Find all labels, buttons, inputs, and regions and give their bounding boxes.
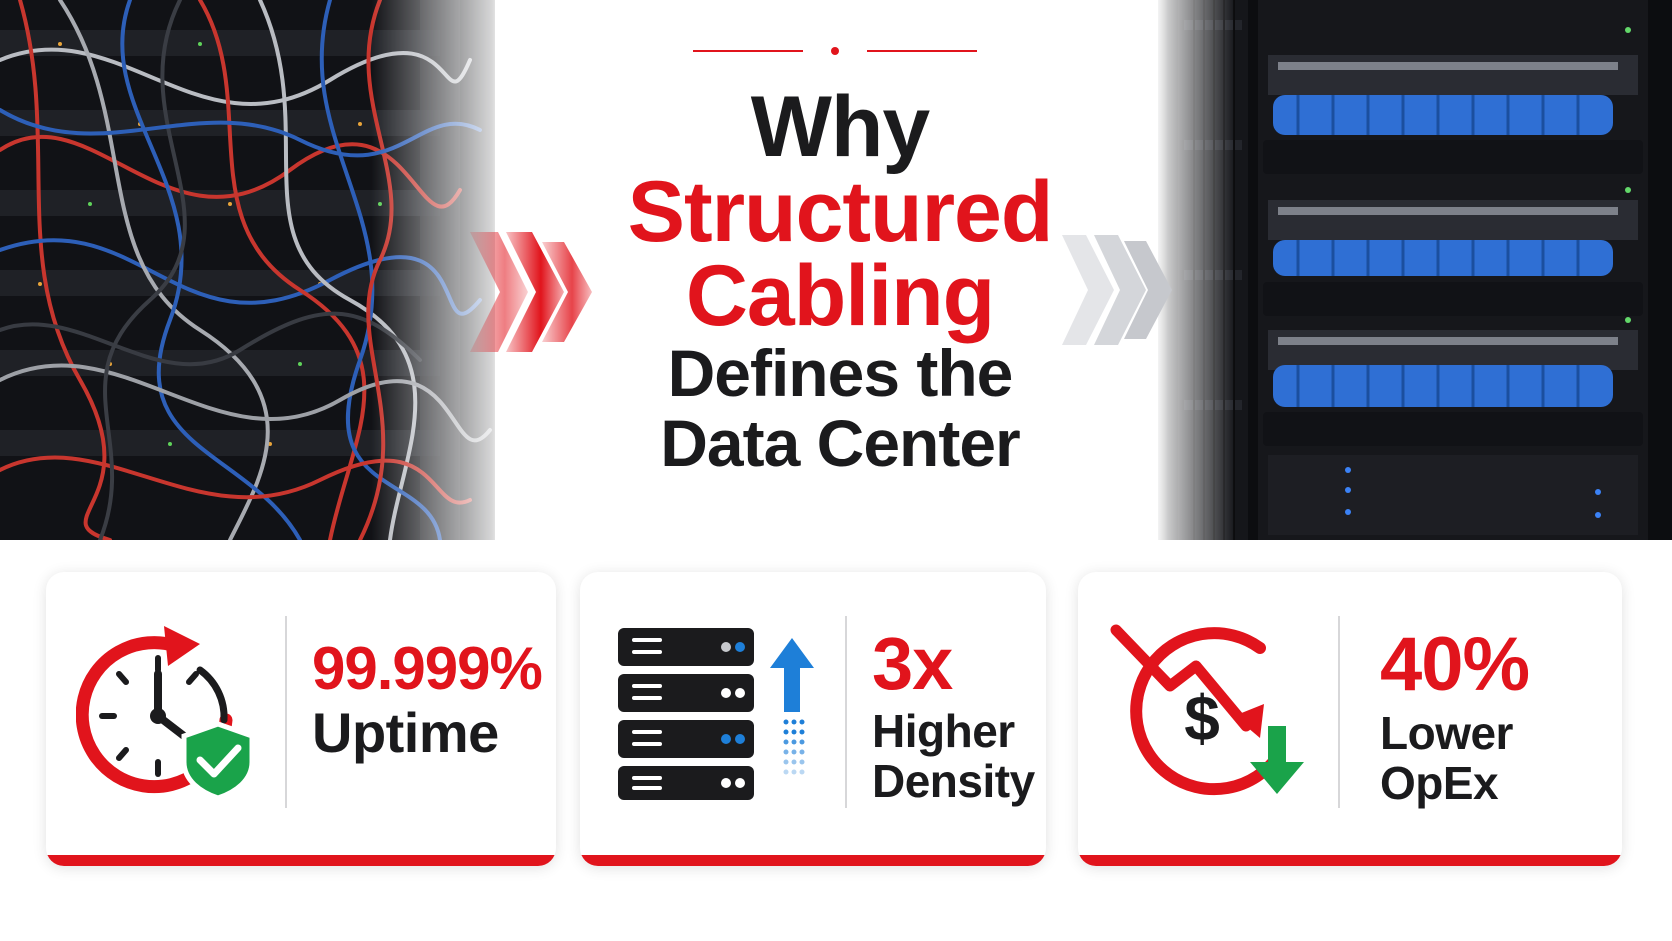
card-accent-bar [1078,855,1622,866]
clock-shield-icon [76,626,255,801]
opex-label-line2: OpEx [1380,757,1499,809]
uptime-value: 99.999% [312,635,543,702]
opex-stat: 40% Lower OpEx [1380,622,1530,809]
messy-cabling-photo [0,0,495,540]
stat-card-uptime: 99.999% Uptime [46,572,556,866]
title-line-data-center: Data Center [660,406,1020,480]
title-line-structured: Structured [627,164,1054,260]
stat-card-opex: $ 40% Lower OpEx [1078,572,1622,866]
uptime-label: Uptime [312,701,499,764]
card-divider [285,616,287,808]
server-stack-icon [618,628,814,800]
density-stat: 3x Higher Density [872,622,1035,806]
uptime-stat: 99.999% Uptime [312,635,543,764]
opex-value: 40% [1380,622,1530,707]
density-value: 3x [872,622,953,705]
title-line-defines: Defines the [667,336,1014,410]
title-line-cabling: Cabling [685,248,995,344]
page-title: Why Structured Cabling Defines the Data … [560,84,1120,478]
grey-chevron-arrows-icon [1062,235,1172,345]
density-label-line1: Higher [872,705,1015,757]
card-accent-bar [46,855,556,866]
stat-card-density: 3x Higher Density [580,572,1046,866]
opex-label-line1: Lower [1380,707,1513,759]
dollar-down-icon: $ [1110,624,1304,796]
hero-banner: Why Structured Cabling Defines the Data … [0,0,1672,540]
card-divider [1338,616,1340,808]
svg-text:$: $ [1184,682,1220,754]
card-divider [845,616,847,808]
card-accent-bar [580,855,1046,866]
organized-rack-photo [1158,0,1672,540]
density-label-line2: Density [872,755,1035,807]
title-ornament [693,44,977,58]
red-chevron-arrows-icon [470,232,592,352]
title-line-why: Why [750,79,931,175]
